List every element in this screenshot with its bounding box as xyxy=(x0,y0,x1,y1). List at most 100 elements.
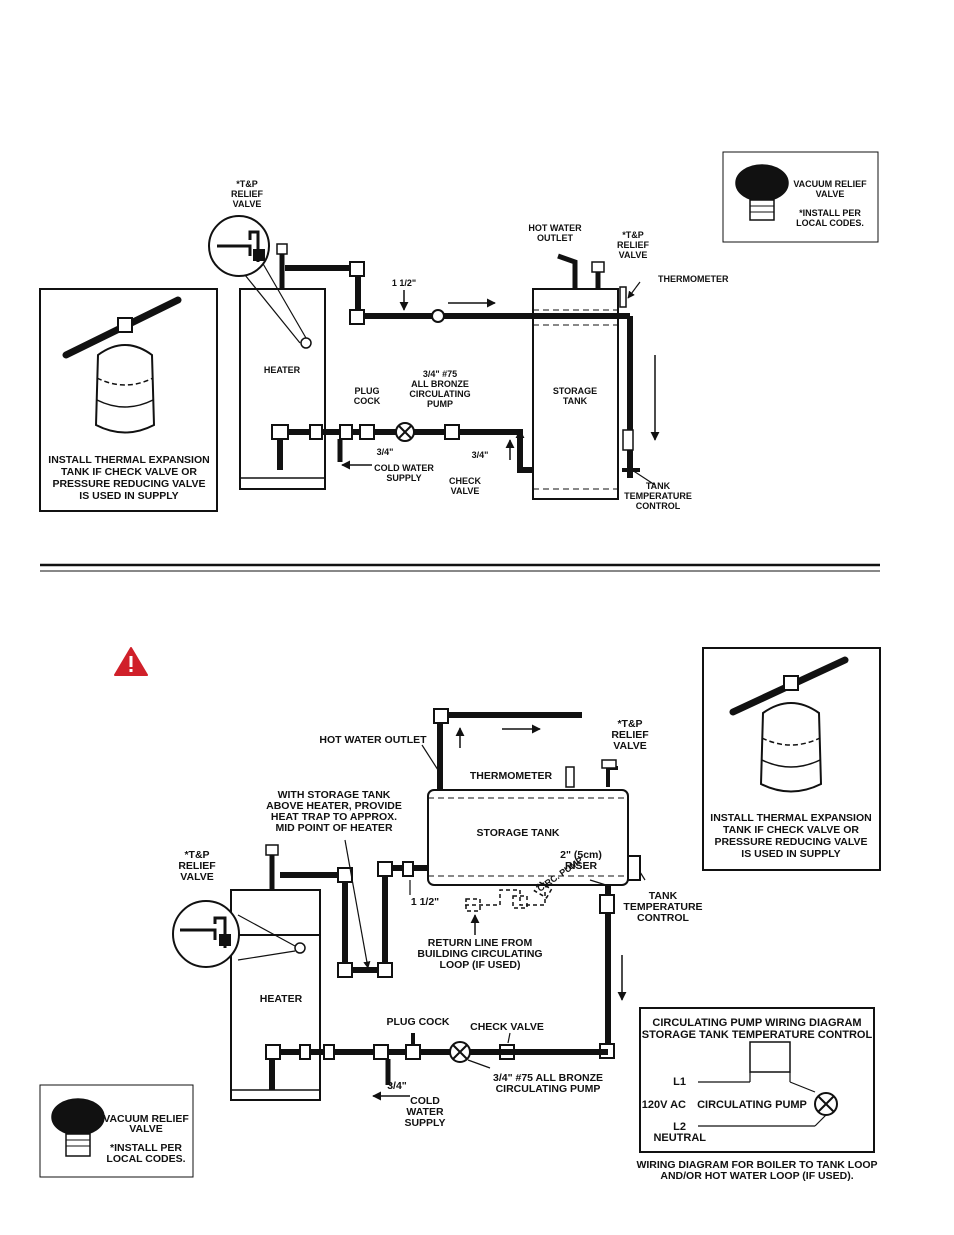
label-vacuum-note-bottom-line: LOCAL CODES. xyxy=(106,1153,185,1165)
label-pipe-34-a-top-line: 3/4" xyxy=(377,447,394,457)
label-hot-water-outlet-bottom: HOT WATER OUTLET xyxy=(319,734,427,746)
label-wiring-l1: L1 xyxy=(673,1076,686,1088)
expansion-tank-box-bottom xyxy=(702,647,881,871)
label-pipe-size-top: 1 1/2" xyxy=(392,278,416,288)
label-wiring-l1-line: L1 xyxy=(673,1076,686,1088)
label-wiring-pump-line: CIRCULATING PUMP xyxy=(697,1099,807,1111)
label-cold-water-supply-top-line: COLD WATER xyxy=(374,463,434,473)
vacuum-relief-box-bottom xyxy=(39,1084,194,1178)
label-tp-relief-valve-heater-bottom-line: *T&P xyxy=(184,849,209,861)
label-tp-relief-valve-tank-bottom-line: *T&P xyxy=(617,718,642,730)
label-heater-bottom: HEATER xyxy=(260,993,303,1005)
label-cold-water-supply-bottom-line: WATER xyxy=(406,1106,444,1118)
return-line xyxy=(465,881,553,935)
label-pump-top-line: 3/4" #75 xyxy=(423,369,457,379)
label-vacuum-title-top-line: VALVE xyxy=(816,189,845,199)
label-return-line-line: LOOP (IF USED) xyxy=(440,959,521,971)
wiring-diagram-box xyxy=(639,1007,875,1153)
label-return-line-line: RETURN LINE FROM xyxy=(428,937,533,949)
label-cold-water-supply-bottom-line: SUPPLY xyxy=(404,1117,445,1129)
label-storage-tank-bottom-line: STORAGE TANK xyxy=(476,827,559,839)
label-wiring-title-line: STORAGE TANK TEMPERATURE CONTROL xyxy=(642,1029,873,1041)
label-cold-water-supply-bottom-line: COLD xyxy=(410,1095,440,1107)
label-check-valve-top-line: VALVE xyxy=(451,486,480,496)
label-heater-bottom-line: HEATER xyxy=(260,993,303,1005)
label-riser-line: 2" (5cm) xyxy=(560,849,602,861)
label-pipe-size-bottom-line: 1 1/2" xyxy=(411,896,439,908)
label-expansion-box-top-line: PRESSURE REDUCING VALVE xyxy=(52,478,205,490)
label-wiring-caption-line: AND/OR HOT WATER LOOP (IF USED). xyxy=(660,1170,853,1182)
label-tp-relief-valve-tank-top-line: RELIEF xyxy=(617,240,650,250)
label-thermometer-top: THERMOMETER xyxy=(658,274,729,284)
label-storage-tank-top-line: STORAGE xyxy=(553,386,597,396)
label-vacuum-note-top-line: *INSTALL PER xyxy=(799,208,861,218)
label-wiring-title-line: CIRCULATING PUMP WIRING DIAGRAM xyxy=(652,1017,861,1029)
label-tp-relief-valve-tank-bottom-line: VALVE xyxy=(613,740,646,752)
label-heat-trap-note-line: MID POINT OF HEATER xyxy=(275,822,392,834)
label-pump-bottom-line: 3/4" #75 ALL BRONZE xyxy=(493,1072,603,1084)
vacuum-valve-icon xyxy=(735,164,789,202)
label-thermometer-bottom: THERMOMETER xyxy=(470,770,553,782)
label-tank-temp-control-bottom-line: TANK xyxy=(649,890,678,902)
label-wiring-caption-line: WIRING DIAGRAM FOR BOILER TO TANK LOOP xyxy=(636,1159,877,1171)
label-expansion-box-top-line: IS USED IN SUPPLY xyxy=(79,490,178,502)
label-tank-temp-control-bottom-line: TEMPERATURE xyxy=(623,901,702,913)
heater-top xyxy=(208,215,326,490)
label-expansion-box-top-line: INSTALL THERMAL EXPANSION xyxy=(48,454,209,466)
label-plug-cock-bottom-line: PLUG COCK xyxy=(387,1016,450,1028)
label-pump-top-line: ALL BRONZE xyxy=(411,379,469,389)
label-wiring-voltage: 120V AC xyxy=(642,1099,686,1111)
label-wiring-voltage-line: 120V AC xyxy=(642,1099,686,1111)
label-return-line-line: BUILDING CIRCULATING xyxy=(417,948,542,960)
label-pump-top-line: CIRCULATING xyxy=(409,389,470,399)
label-pipe-34-bottom-line: 3/4" xyxy=(387,1080,407,1092)
label-tp-relief-valve-tank-bottom-line: RELIEF xyxy=(611,729,649,741)
label-check-valve-top-line: CHECK xyxy=(449,476,482,486)
label-hot-water-outlet-top-line: OUTLET xyxy=(537,233,573,243)
label-check-valve-bottom-line: CHECK VALVE xyxy=(470,1021,544,1033)
label-pipe-34-b-top: 3/4" xyxy=(472,450,489,460)
label-expansion-box-bottom-line: IS USED IN SUPPLY xyxy=(741,848,840,860)
label-hot-water-outlet-top-line: HOT WATER xyxy=(528,223,582,233)
label-pump-top-line: PUMP xyxy=(427,399,453,409)
label-heater-top: HEATER xyxy=(264,365,301,375)
warning-icon xyxy=(114,647,148,676)
top-diagram xyxy=(39,151,879,512)
storage-tank-top xyxy=(532,253,660,500)
label-vacuum-note-top-line: LOCAL CODES. xyxy=(796,218,864,228)
label-tp-relief-valve-top-line: VALVE xyxy=(233,199,262,209)
label-tp-relief-valve-heater-bottom-line: RELIEF xyxy=(178,860,216,872)
label-plug-cock-bottom: PLUG COCK xyxy=(387,1016,450,1028)
label-thermometer-top-line: THERMOMETER xyxy=(658,274,729,284)
label-wiring-neutral: NEUTRAL xyxy=(653,1132,706,1144)
label-heater-top-line: HEATER xyxy=(264,365,301,375)
label-heat-trap-note-line: ABOVE HEATER, PROVIDE xyxy=(266,800,402,812)
label-riser-line: RISER xyxy=(565,860,598,872)
label-hot-water-outlet-bottom-line: HOT WATER OUTLET xyxy=(319,734,427,746)
label-tank-temp-control-top-line: TANK xyxy=(646,481,671,491)
circulating-loop-bottom xyxy=(265,1032,608,1101)
temperature-control-box xyxy=(749,1041,791,1073)
label-cold-water-supply-top-line: SUPPLY xyxy=(386,473,421,483)
label-storage-tank-top-line: TANK xyxy=(563,396,588,406)
label-pipe-size-top-line: 1 1/2" xyxy=(392,278,416,288)
label-pipe-size-bottom: 1 1/2" xyxy=(411,896,439,908)
label-pipe-34-bottom: 3/4" xyxy=(387,1080,407,1092)
